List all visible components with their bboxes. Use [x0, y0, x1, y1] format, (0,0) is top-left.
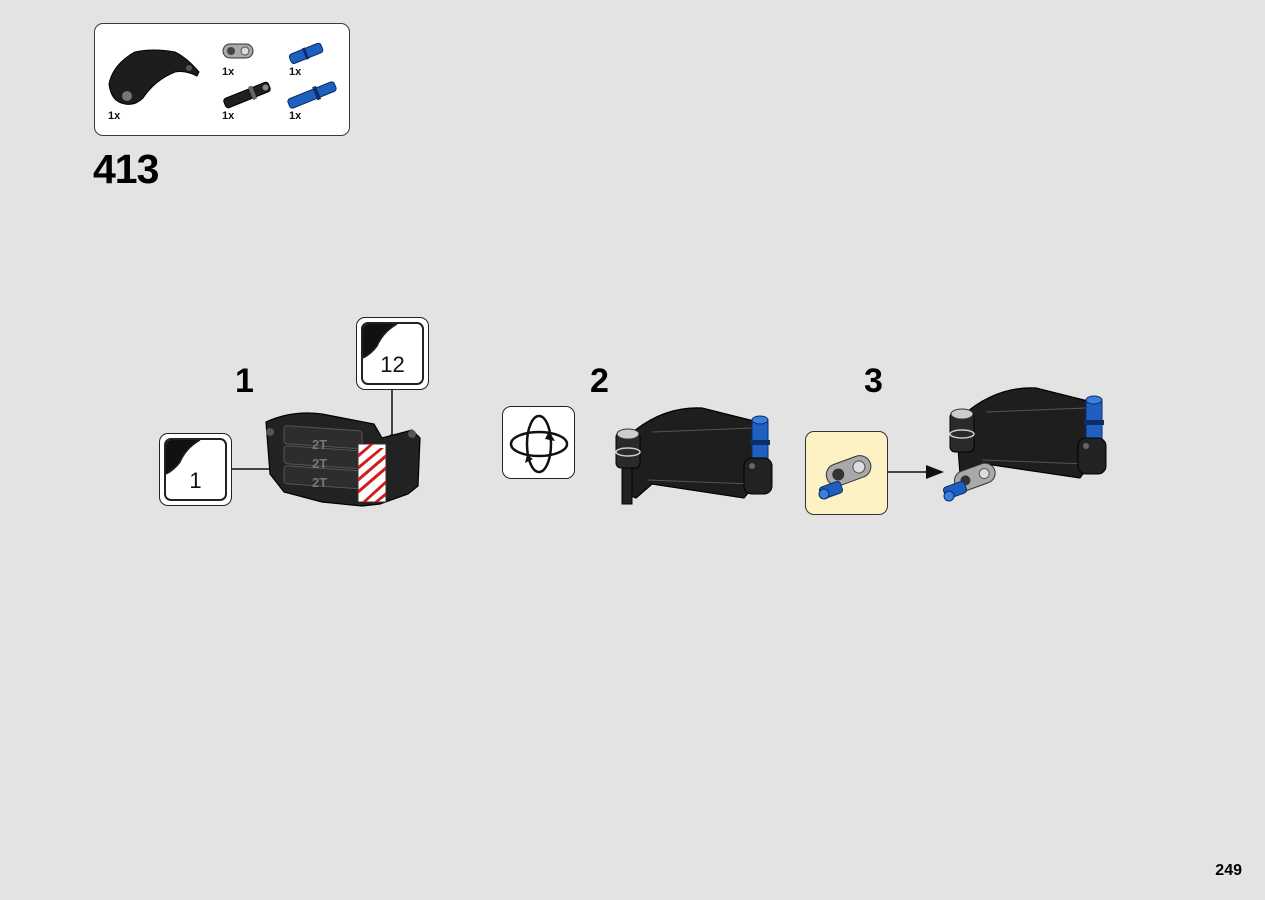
panel-with-stickers: 2T 2T 2T	[265, 412, 421, 507]
connector-with-pin-icon	[818, 455, 872, 500]
panel-assembly-step2	[615, 407, 773, 505]
panel-text: 2T	[312, 456, 327, 471]
sticker-callout: 12	[356, 317, 429, 390]
blue-pin-part-icon	[288, 42, 324, 64]
sub-step-label: 2	[590, 362, 609, 400]
subassembly-callout	[805, 431, 888, 515]
sub-step-label: 3	[864, 362, 883, 400]
blue-long-pin-part-icon	[287, 81, 337, 109]
parts-list: 1x 1x 1x 1x 1x	[94, 23, 350, 136]
sticker-callout: 1	[159, 433, 232, 506]
rotate-model-icon	[502, 406, 575, 479]
black-panel-part-icon	[108, 49, 200, 105]
sub-step-label: 1	[235, 362, 254, 400]
qty-label: 1x	[289, 66, 302, 78]
qty-label: 1x	[222, 66, 235, 78]
sticker-icon: 12	[361, 322, 424, 385]
sticker-number: 1	[189, 468, 202, 493]
sticker-icon: 1	[164, 438, 227, 501]
page-number: 249	[1215, 862, 1242, 879]
panel-text: 2T	[312, 475, 327, 490]
sticker-number: 12	[380, 352, 405, 377]
panel-assembly-step3	[942, 387, 1107, 502]
panel-text: 2T	[312, 437, 327, 452]
gray-connector-part-icon	[222, 43, 254, 59]
step-number: 413	[93, 146, 159, 192]
qty-label: 1x	[222, 110, 235, 122]
qty-label: 1x	[108, 110, 121, 122]
attach-arrow-icon	[888, 465, 944, 479]
qty-label: 1x	[289, 110, 302, 122]
black-axle-pin-part-icon	[223, 81, 271, 109]
